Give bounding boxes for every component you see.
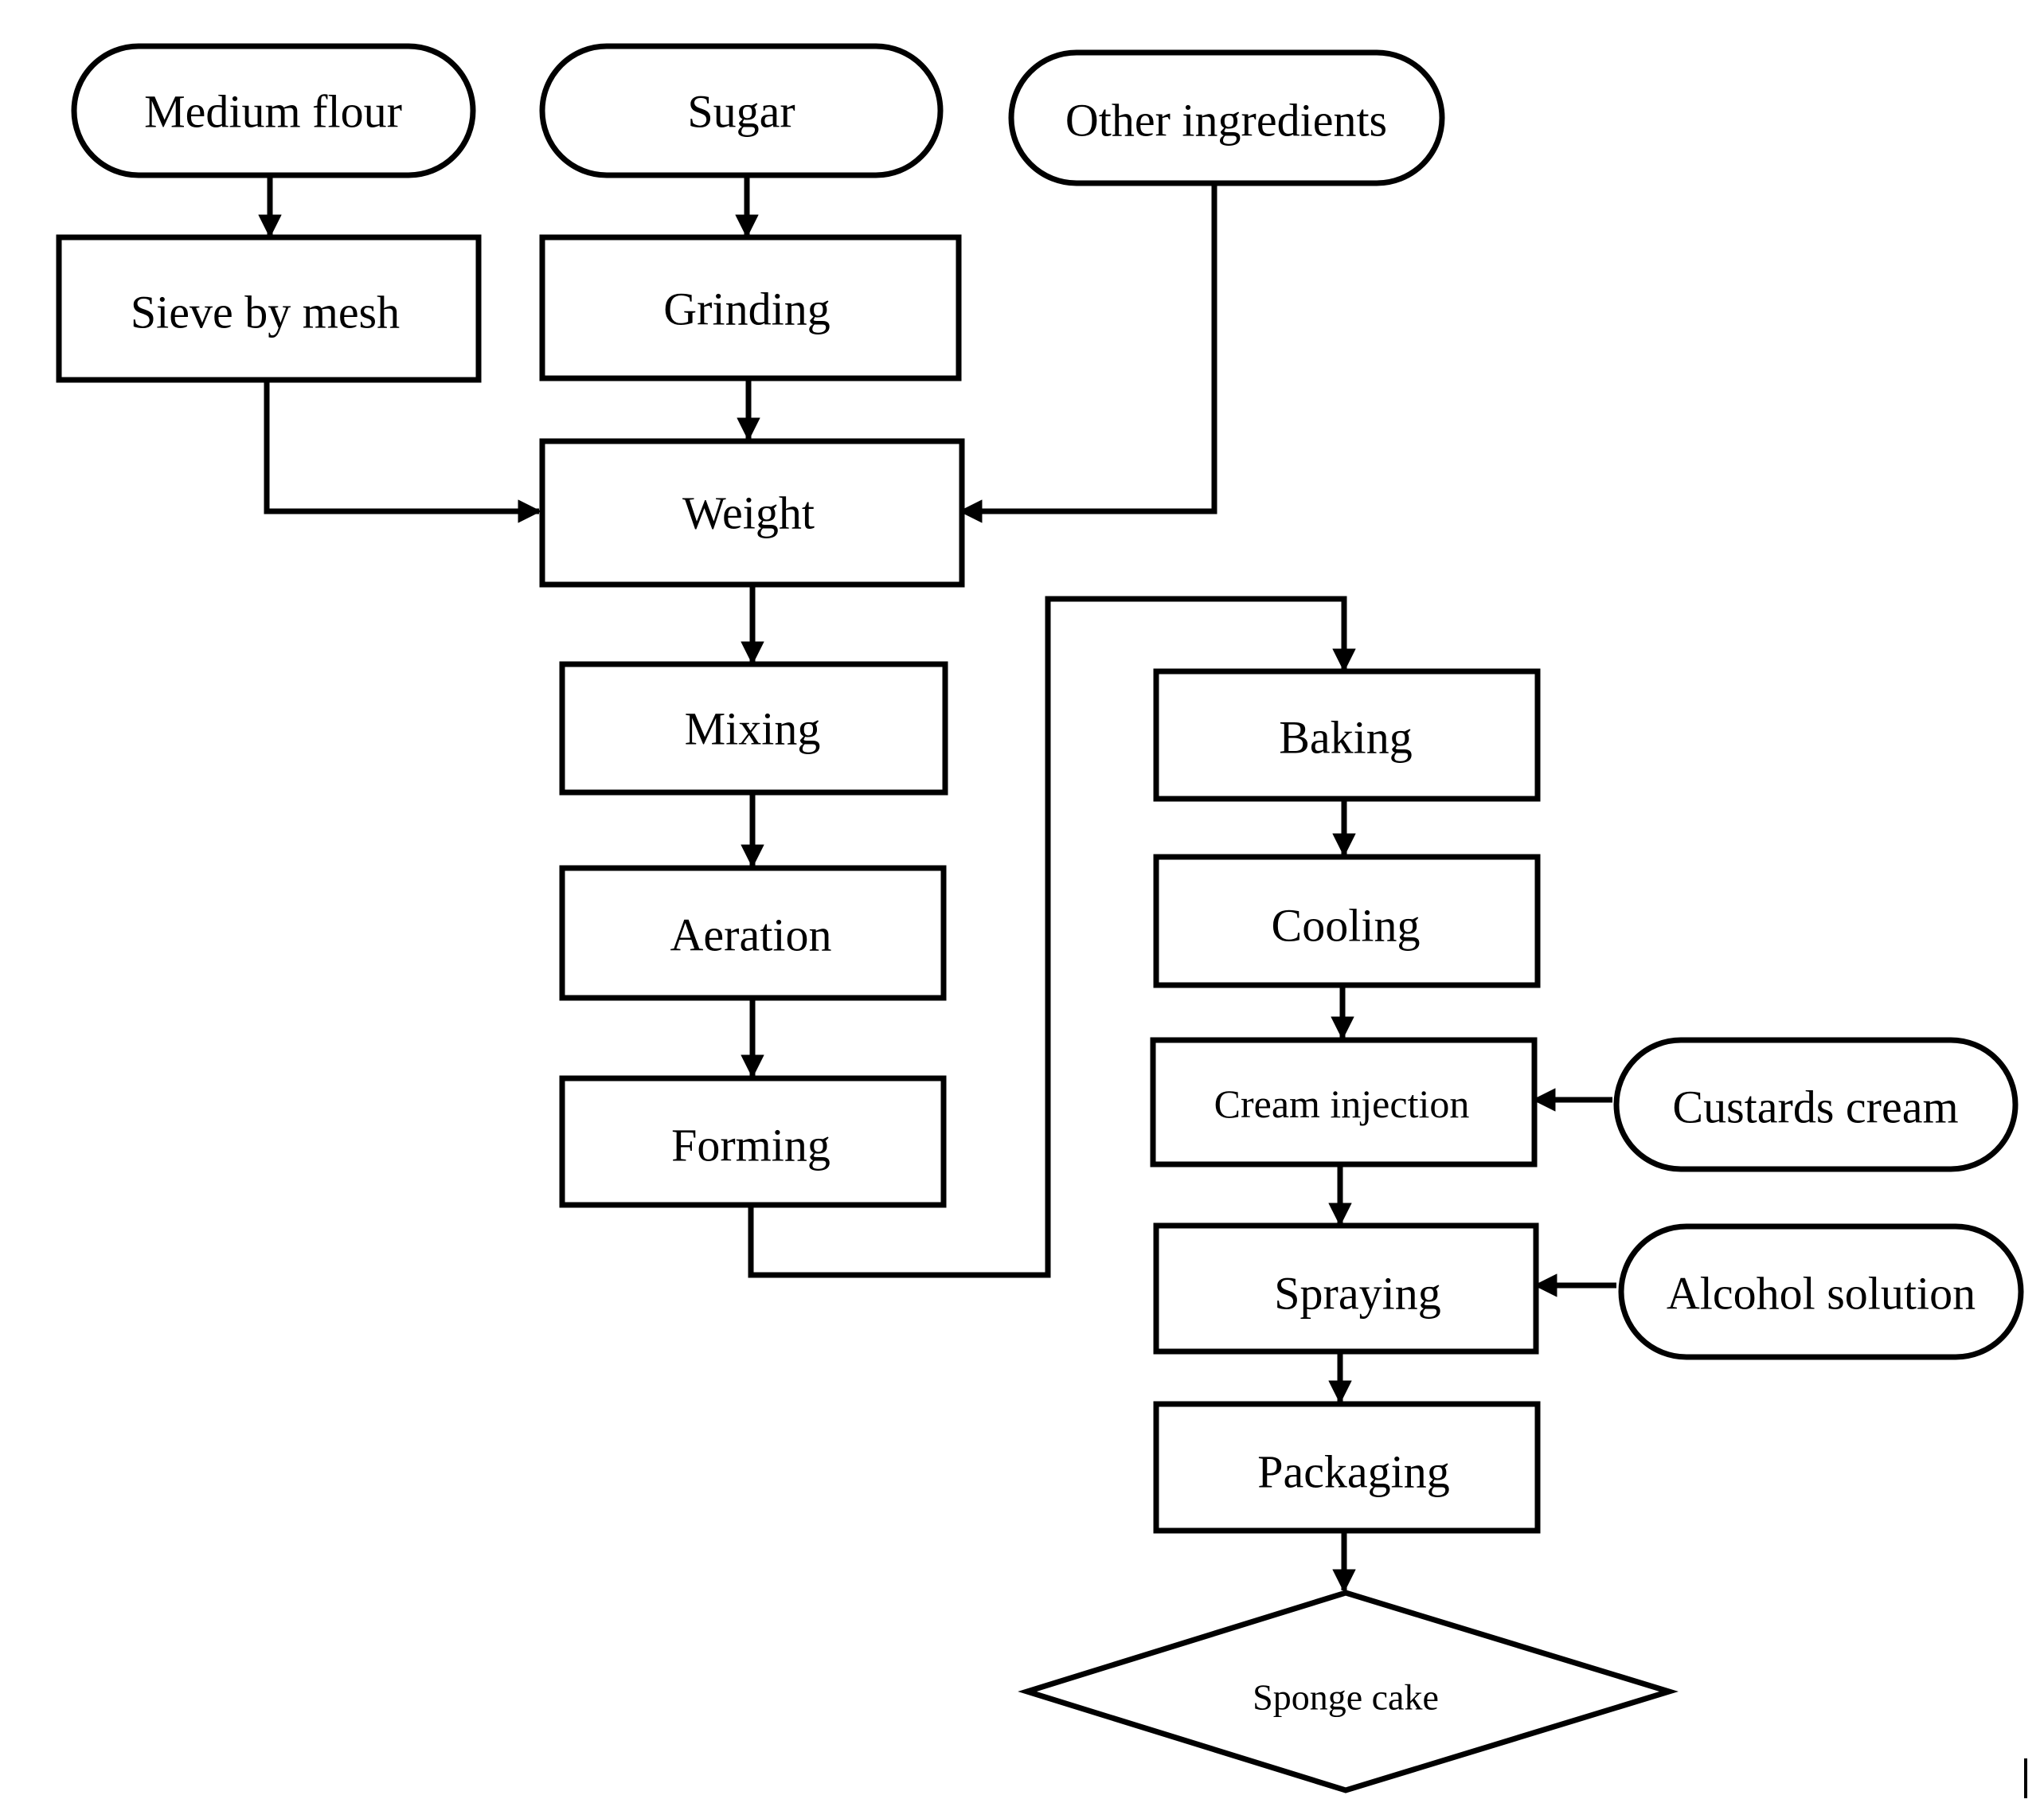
node-other-ingredients-label: Other ingredients [1065,95,1387,147]
node-weight-label: Weight [682,487,815,539]
connectors [258,177,1616,1593]
node-aeration: Aeration [559,865,947,1001]
node-custards-cream: Custards cream [1613,1037,2019,1172]
arrow-sieve-to-weight [264,380,541,523]
node-medium-flour: Medium flour [71,43,476,178]
node-alcohol-solution-label: Alcohol solution [1667,1268,1976,1320]
node-grinding: Grinding [539,234,962,381]
node-mixing: Mixing [559,661,948,796]
node-baking-label: Baking [1279,712,1413,764]
node-sponge-cake: Sponge cake [1018,1590,1679,1793]
arrow-forming-to-baking [748,596,1356,1278]
node-aeration-label: Aeration [670,909,832,961]
node-cooling: Cooling [1153,854,1541,988]
node-sieve-by-mesh-label: Sieve by mesh [131,287,400,338]
node-sugar: Sugar [539,43,944,178]
node-cream-injection-label: Cream injection [1214,1081,1470,1126]
node-forming-label: Forming [671,1120,830,1171]
node-grinding-label: Grinding [663,284,830,335]
node-spraying-label: Spraying [1274,1268,1440,1320]
node-cream-injection: Cream injection [1150,1037,1538,1168]
node-spraying: Spraying [1153,1222,1539,1355]
node-mixing-label: Mixing [685,703,821,755]
node-sponge-cake-label: Sponge cake [1253,1677,1439,1718]
node-alcohol-solution: Alcohol solution [1618,1223,2024,1360]
node-weight: Weight [539,438,965,588]
node-other-ingredients: Other ingredients [1008,49,1445,186]
node-packaging-label: Packaging [1257,1446,1450,1498]
node-forming: Forming [559,1075,947,1208]
node-medium-flour-label: Medium flour [144,86,402,138]
arrow-other-ingredients-to-weight [959,185,1217,523]
node-cooling-label: Cooling [1272,900,1421,952]
node-baking: Baking [1153,668,1541,802]
node-sieve-by-mesh: Sieve by mesh [56,234,482,383]
node-custards-cream-label: Custards cream [1672,1081,1958,1133]
node-packaging: Packaging [1153,1401,1541,1534]
node-sugar-label: Sugar [687,86,795,138]
